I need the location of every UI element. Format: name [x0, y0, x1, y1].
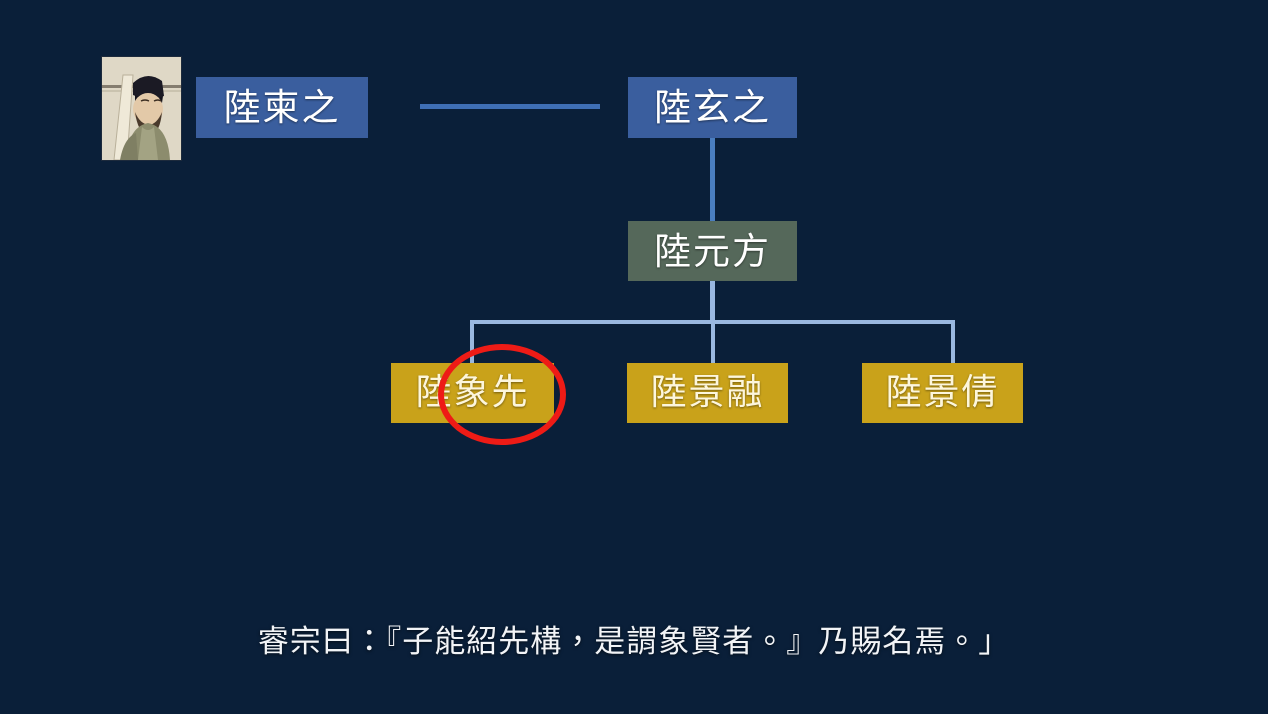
portrait-illustration [102, 57, 181, 160]
node-lu-jingqian[interactable]: 陸景倩 [862, 363, 1023, 423]
portrait-thumbnail [101, 56, 182, 161]
connector-spouse-line [420, 104, 600, 109]
node-label: 陸玄之 [654, 86, 771, 129]
caption-text: 睿宗曰：『子能紹先構，是謂象賢者。』乃賜名焉。」 [257, 624, 1011, 660]
connector-drop-middle [711, 320, 715, 363]
connector-drop-left [470, 320, 474, 363]
node-label: 陸景融 [650, 372, 765, 413]
node-label: 陸景倩 [885, 372, 1000, 413]
connector-drop-right [951, 320, 955, 363]
node-label: 陸象先 [415, 372, 530, 413]
node-lu-xuanzhi[interactable]: 陸玄之 [628, 77, 797, 138]
node-lu-xiangxian[interactable]: 陸象先 [391, 363, 554, 423]
node-label: 陸柬之 [223, 86, 341, 129]
node-lu-yuanfang[interactable]: 陸元方 [628, 221, 797, 281]
node-lu-jingrong[interactable]: 陸景融 [627, 363, 788, 423]
node-lu-jianzhi[interactable]: 陸柬之 [196, 77, 368, 138]
node-label: 陸元方 [654, 229, 771, 273]
connector-parent-child-line [710, 138, 715, 221]
connector-sibling-stem [710, 281, 715, 323]
